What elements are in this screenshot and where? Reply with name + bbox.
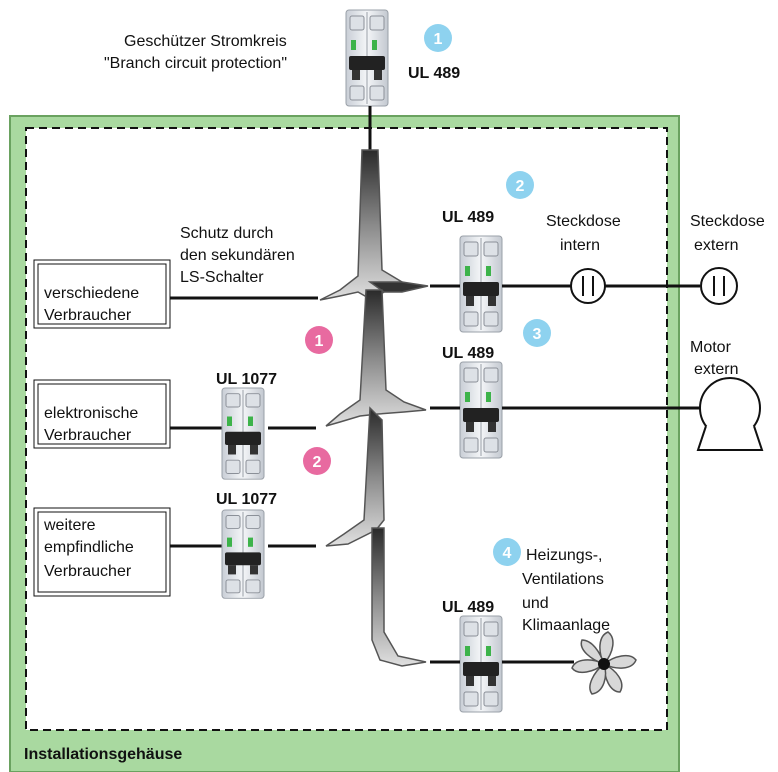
outlet-internal-line2: intern [560,237,600,254]
right-breaker-1-badge [506,171,534,199]
right-breaker-3-badge-num: 4 [503,545,512,562]
right-breaker-2-ul: UL 489 [442,345,494,362]
top-breaker-label-line2: "Branch circuit protection" [104,55,287,72]
right-breaker-1-badge-num: 2 [516,178,525,195]
left-breaker-1-ul: UL 1077 [216,371,277,388]
right-breaker-1 [459,235,503,333]
load-3-line3: Verbraucher [44,563,132,580]
right-breaker-2-badge-num: 3 [533,326,542,343]
load-3-line1: weitere [43,517,96,534]
hvac-line4: Klimaanlage [522,617,610,634]
pink-badge-1 [305,326,333,354]
load-3-line2: empfindliche [44,539,134,556]
hvac-line2: Ventilations [522,571,604,588]
right-breaker-3 [459,615,503,713]
load-1-line2: Verbraucher [44,307,132,324]
top-breaker [345,9,389,107]
top-breaker-badge-num: 1 [434,31,443,48]
load-box-1: verschiedene Verbraucher [33,259,171,329]
outlet-internal-icon [570,268,606,304]
secondary-note-line2: den sekundären [180,247,295,264]
top-breaker-label-line1: Geschützer Stromkreis [124,33,287,50]
top-breaker-ul: UL 489 [408,65,460,82]
outlet-external-line1: Steckdose [690,213,765,230]
pink-badge-2 [303,447,331,475]
fan-icon [571,631,637,695]
left-breaker-2 [221,509,265,599]
load-1-line1: verschiedene [44,285,139,302]
secondary-note-line3: LS-Schalter [180,269,264,286]
right-breaker-2-badge [523,319,551,347]
top-breaker-badge [424,24,452,52]
hvac-line1: Heizungs-, [526,547,602,564]
pink-badge-2-num: 2 [313,454,322,471]
right-breaker-3-badge [493,538,521,566]
distribution-arrows [319,149,429,667]
outlet-internal-line1: Steckdose [546,213,621,230]
right-breaker-3-ul: UL 489 [442,599,494,616]
enclosure-label: Installationsgehäuse [24,746,182,763]
left-breaker-1 [221,387,265,480]
outlet-external-line2: extern [694,237,738,254]
motor-icon [696,377,764,451]
pink-badge-1-num: 1 [315,333,324,350]
right-breaker-2 [459,361,503,459]
secondary-note-line1: Schutz durch [180,225,273,242]
load-box-2: elektronische Verbraucher [33,379,171,449]
outlet-external-icon [700,267,738,305]
right-breaker-1-ul: UL 489 [442,209,494,226]
load-2-line2: Verbraucher [44,427,132,444]
hvac-line3: und [522,595,549,612]
load-box-3: weitere empfindliche Verbraucher [33,507,171,597]
motor-line1: Motor [690,339,732,356]
motor-line2: extern [694,361,738,378]
load-2-line1: elektronische [44,405,138,422]
left-breaker-2-ul: UL 1077 [216,491,277,508]
